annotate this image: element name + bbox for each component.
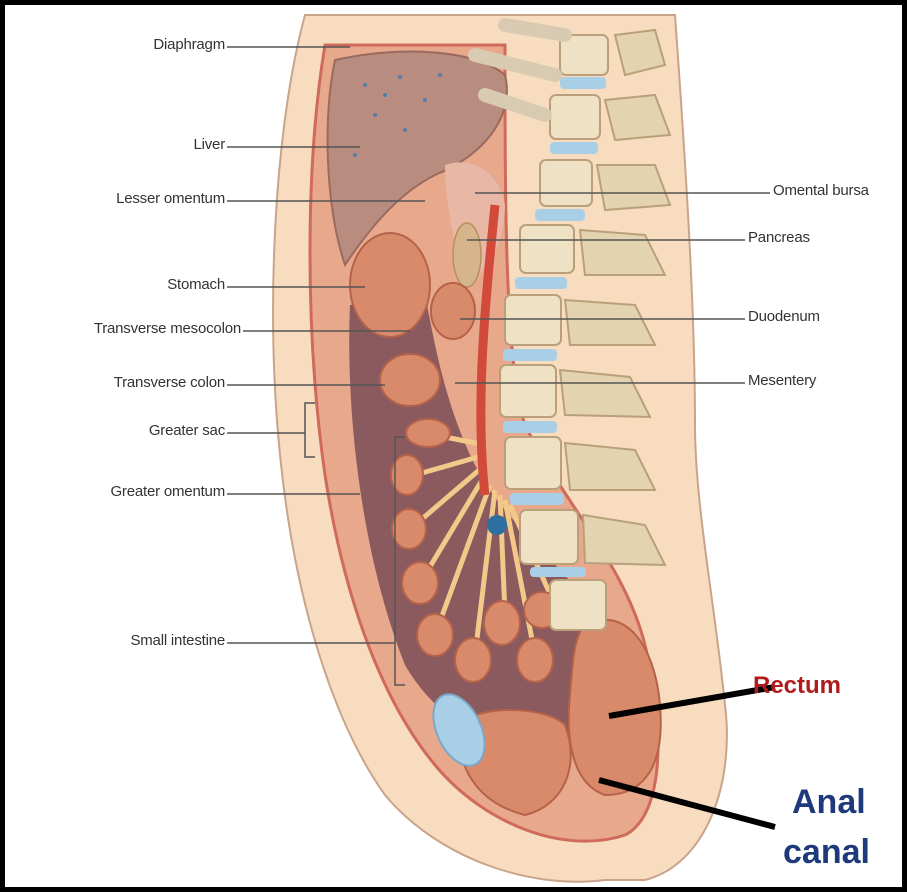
vein (487, 515, 507, 535)
label-lesser-omentum: Lesser omentum (45, 190, 225, 207)
annotation-canal: canal (783, 833, 870, 872)
label-greater-omentum: Greater omentum (25, 483, 225, 500)
label-pancreas: Pancreas (748, 229, 810, 246)
label-mesentery: Mesentery (748, 372, 816, 389)
annotation-rectum: Rectum (753, 672, 841, 700)
duodenum-shape (431, 283, 475, 339)
transverse-colon-shape (380, 354, 440, 406)
label-omental-bursa: Omental bursa (773, 182, 869, 199)
label-diaphragm: Diaphragm (95, 36, 225, 53)
label-stomach: Stomach (95, 276, 225, 293)
label-liver: Liver (95, 136, 225, 153)
label-small-intestine: Small intestine (25, 632, 225, 649)
label-transverse-colon: Transverse colon (45, 374, 225, 391)
annotation-anal: Anal (792, 783, 866, 822)
pancreas-shape (453, 223, 481, 287)
label-transverse-mesocolon: Transverse mesocolon (9, 320, 241, 337)
label-greater-sac: Greater sac (45, 422, 225, 439)
label-duodenum: Duodenum (748, 308, 820, 325)
stomach-shape (350, 233, 430, 337)
